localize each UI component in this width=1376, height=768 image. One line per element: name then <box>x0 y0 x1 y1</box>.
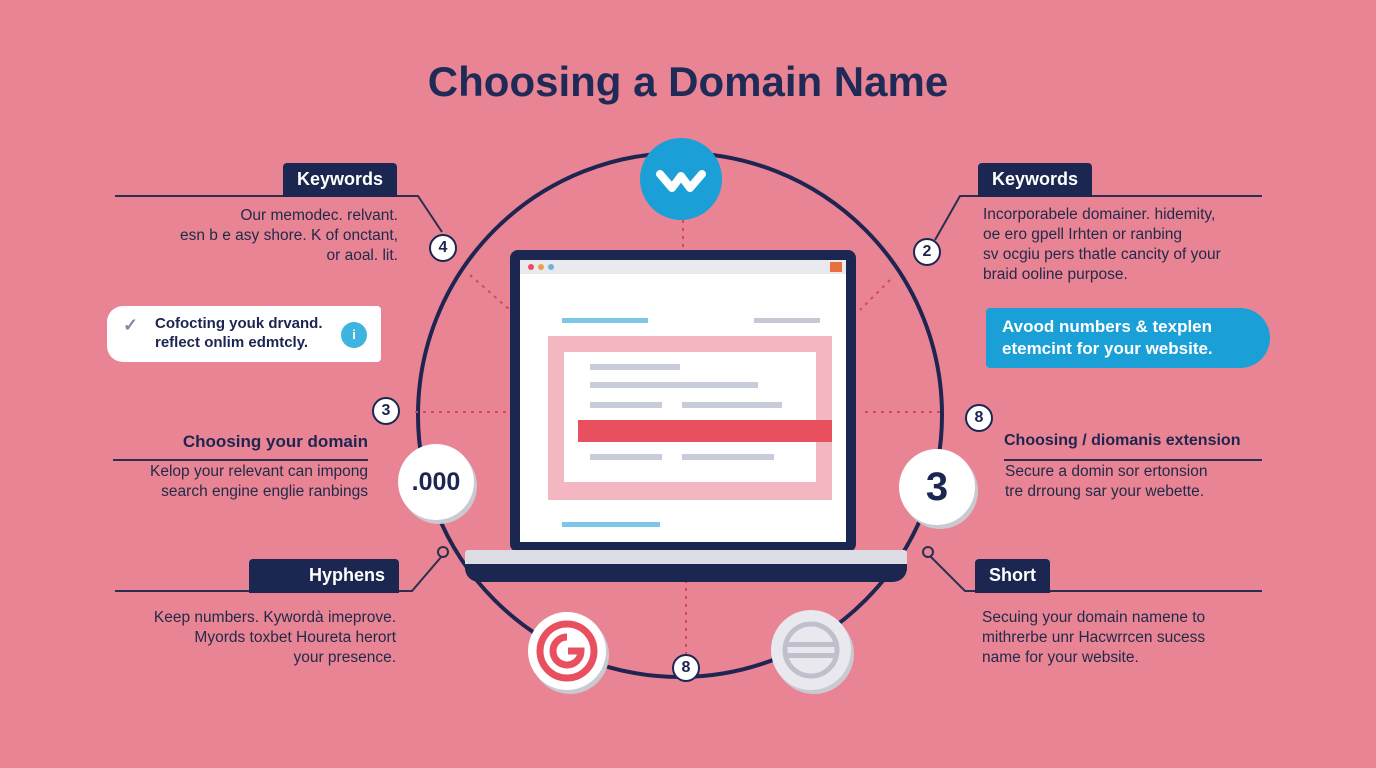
laptop-base <box>465 550 907 582</box>
page-title: Choosing a Domain Name <box>427 58 949 105</box>
keywords-tag-right: Keywords <box>978 163 1093 197</box>
dotted-connectors <box>415 220 945 655</box>
keywords-description-left: Our memodec. relvant. esn b e asy shore.… <box>120 206 398 266</box>
text-line: braid ooline purpose. <box>983 266 1128 283</box>
text-line: or aoal. lit. <box>326 247 398 264</box>
dot-com-circle: .000 <box>398 444 474 520</box>
text-line: Keep numbers. Kywordà imeprove. <box>153 609 396 626</box>
text-line: Our memodec. relvant. <box>240 207 398 224</box>
w-logo-icon <box>640 138 722 220</box>
callout-card-left: ✓ Cofocting youk drvand. reflect onlim e… <box>107 306 381 362</box>
text-line: esn b e asy shore. K of onctant, <box>180 227 398 244</box>
google-g-icon <box>528 612 606 690</box>
text-line: Myords toxbet Houreta herort <box>194 629 396 646</box>
short-description: Secuing your domain namene to mithrerbe … <box>982 608 1272 668</box>
text-line: mithrerbe unr Hacwrrcen sucess <box>982 629 1206 646</box>
step-badge-4: 4 <box>429 234 457 262</box>
text-line: Kelop your relevant can impong <box>150 463 368 480</box>
text-line: your presence. <box>293 649 396 666</box>
callout-line: Cofocting youk drvand. <box>155 315 323 332</box>
text-line: Incorporabele domainer. hidemity, <box>983 206 1216 223</box>
equals-icon <box>771 610 851 690</box>
extension-heading: Choosing / diomanis extension <box>1004 432 1241 449</box>
text-line: name for your website. <box>982 649 1139 666</box>
choosing-domain-description: Kelop your relevant can impong search en… <box>100 462 368 502</box>
step-badge-bottom: 8 <box>672 654 700 682</box>
text-line: tre drroung sar your webette. <box>1005 483 1205 500</box>
leader-lines <box>115 195 1262 592</box>
text-line: sv ocgiu pers thatle cancity of your <box>983 246 1221 263</box>
callout-line: etemcint for your website. <box>1002 339 1213 358</box>
extension-description: Secure a domin sor ertonsion tre drroung… <box>1005 462 1275 502</box>
text-line: Secuing your domain namene to <box>982 609 1206 626</box>
check-icon: ✓ <box>123 315 139 335</box>
keywords-tag-left: Keywords <box>283 163 398 197</box>
callout-line: Avood numbers & texplen <box>1002 317 1213 336</box>
number-three-circle: 3 <box>899 449 975 525</box>
laptop-illustration <box>510 250 856 552</box>
keywords-description-right: Incorporabele domainer. hidemity, oe ero… <box>983 205 1263 285</box>
step-badge-8: 8 <box>965 404 993 432</box>
step-badge-2: 2 <box>913 238 941 266</box>
callout-line: reflect onlim edmtcly. <box>155 334 309 351</box>
hyphens-tag: Hyphens <box>249 559 399 593</box>
short-tag: Short <box>975 559 1050 593</box>
text-line: Secure a domin sor ertonsion <box>1005 463 1208 480</box>
callout-card-right: Avood numbers & texplen etemcint for you… <box>986 308 1270 368</box>
hyphens-description: Keep numbers. Kywordà imeprove. Myords t… <box>110 608 396 668</box>
info-icon: i <box>341 322 367 348</box>
text-line: search engine englie ranbings <box>161 483 368 500</box>
step-badge-3: 3 <box>372 397 400 425</box>
text-line: oe ero gpell Irhten or ranbing <box>983 226 1183 243</box>
choosing-domain-heading: Choosing your domain <box>182 432 368 451</box>
